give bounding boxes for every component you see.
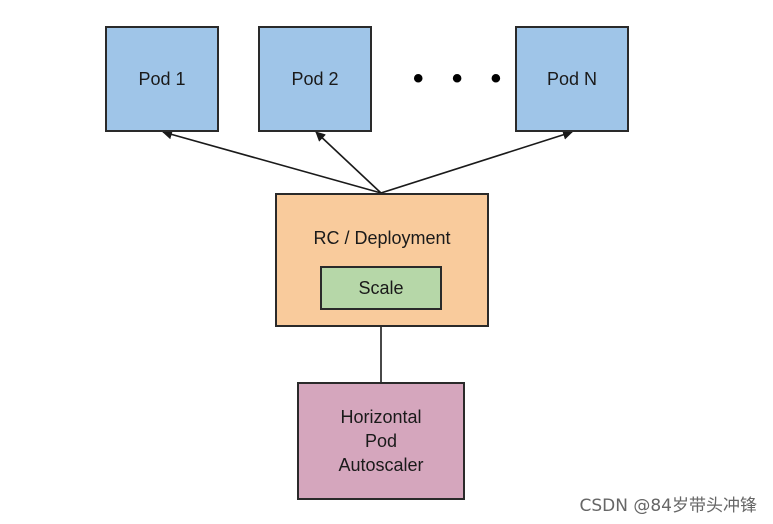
pod-n-box: Pod N	[515, 26, 629, 132]
arrow-rc-to-pod-n	[380, 129, 573, 194]
hpa-label-line-3: Autoscaler	[338, 455, 424, 475]
hpa-label-line-2: Pod	[364, 431, 398, 451]
scale-label: Scale	[358, 277, 404, 298]
pod-n-label: Pod N	[546, 68, 598, 89]
csdn-watermark: CSDN @84岁带头冲锋	[579, 496, 757, 516]
pod-1-box: Pod 1	[105, 26, 219, 132]
pod-1-label: Pod 1	[138, 68, 186, 89]
arrow-rc-to-pod-1	[162, 129, 382, 194]
arrow-rc-to-pod-2	[315, 131, 382, 194]
pod-2-label: Pod 2	[291, 68, 339, 89]
scale-box: Scale	[320, 266, 442, 310]
pod-ellipsis: • • •	[413, 62, 512, 95]
pod-2-box: Pod 2	[258, 26, 372, 132]
rc-deployment-label: RC / Deployment	[313, 228, 451, 248]
hpa-box: Horizontal Pod Autoscaler	[297, 382, 465, 500]
hpa-label-line-1: Horizontal	[340, 407, 422, 427]
